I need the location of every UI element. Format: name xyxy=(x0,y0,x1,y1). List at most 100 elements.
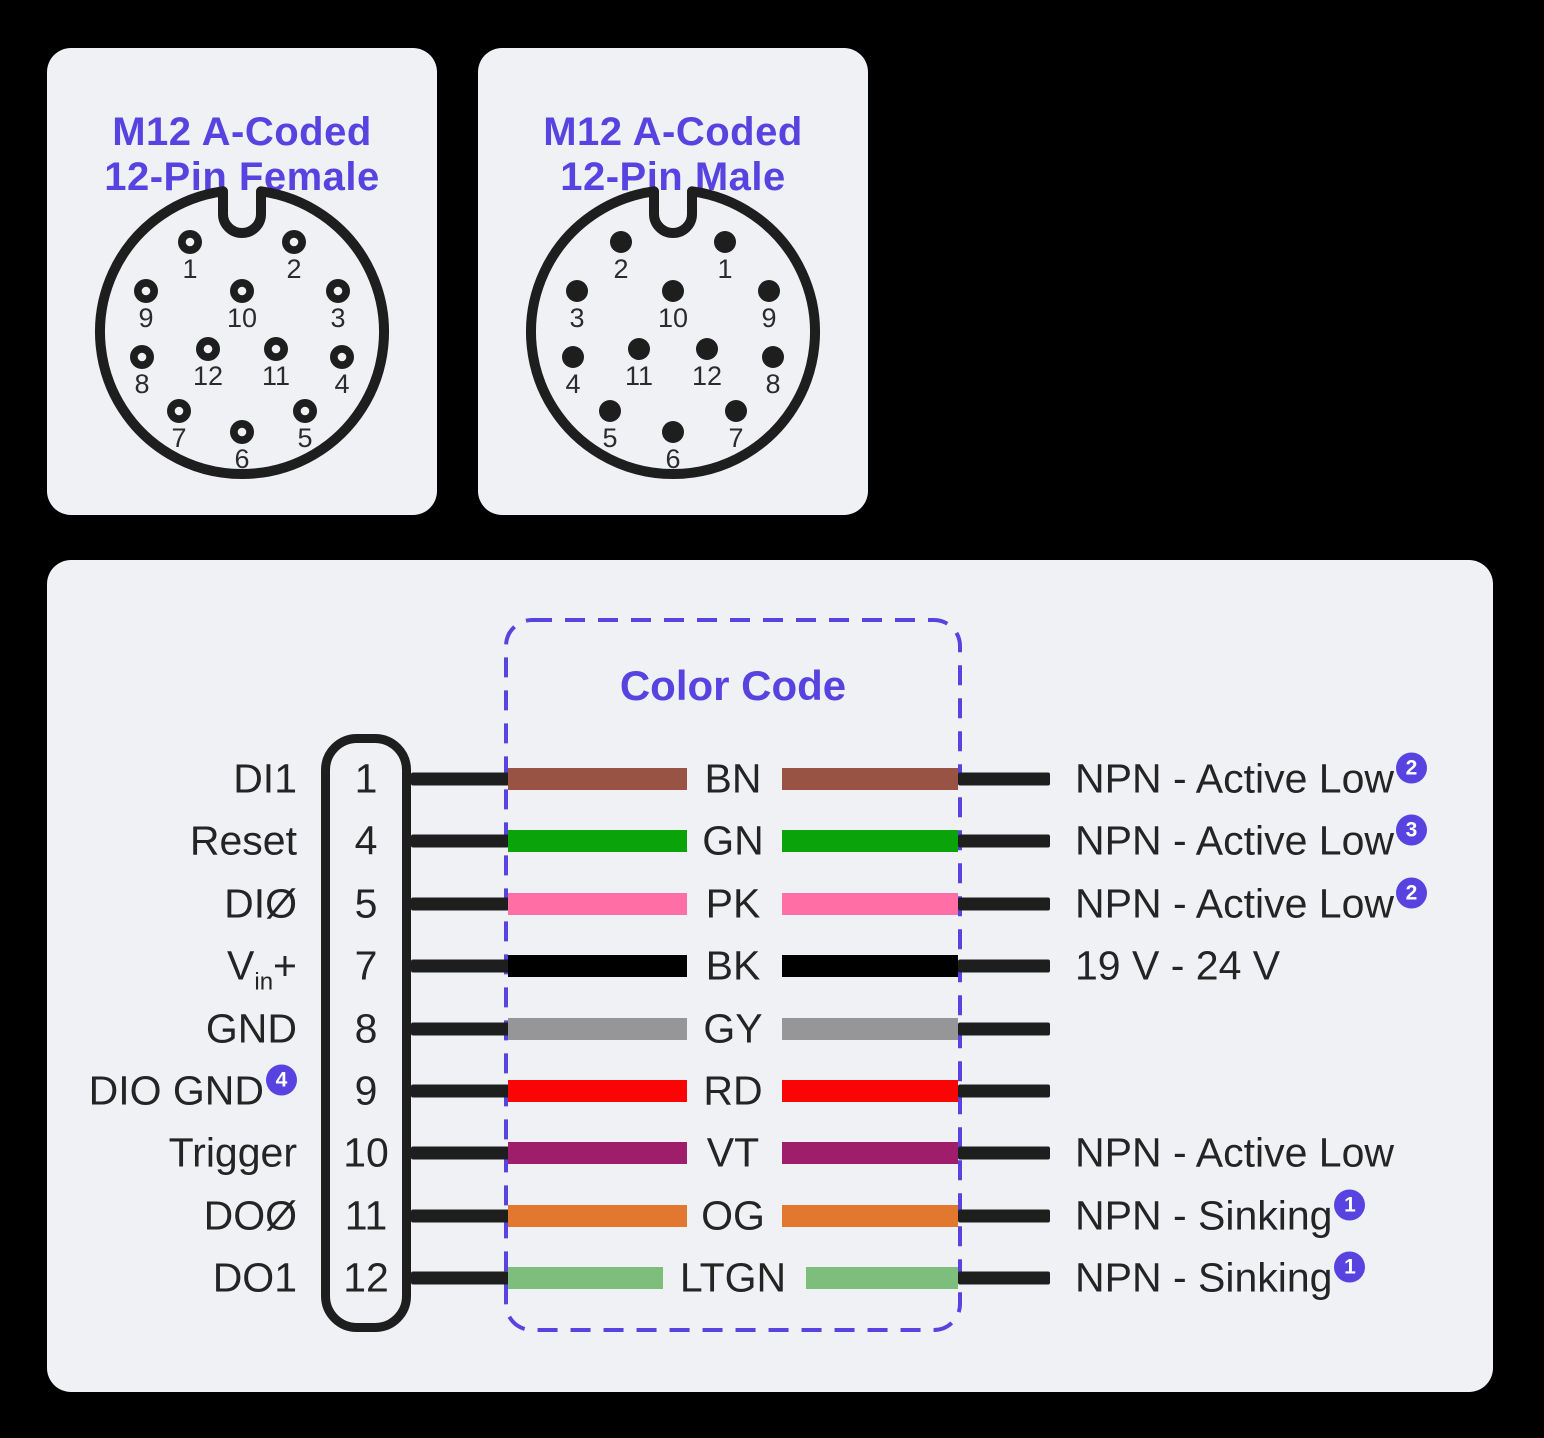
pin-6-contact xyxy=(662,421,684,443)
pin-4-label: 4 xyxy=(565,369,580,399)
pin-5-contact xyxy=(599,400,621,422)
pin-5-label: 5 xyxy=(297,423,312,453)
pin-number-7: 7 xyxy=(354,942,378,989)
pin-11-label: 11 xyxy=(262,361,290,391)
pin-3-contact xyxy=(566,280,588,302)
footnote-badge-1: 1 xyxy=(1334,1189,1366,1221)
signal-label-5: DIØ xyxy=(224,880,297,927)
female-title-line2: 12-Pin Female xyxy=(104,155,380,199)
pin-3-label: 3 xyxy=(330,303,345,333)
wire-right-7 xyxy=(958,959,1050,973)
pin-10-label: 10 xyxy=(658,303,688,333)
wire-left-7 xyxy=(411,959,509,973)
pin-12-label: 12 xyxy=(193,361,223,391)
color-bar-right-GY xyxy=(782,1018,958,1040)
pin-2-hole xyxy=(289,237,299,247)
color-bar-right-VT xyxy=(782,1142,958,1164)
pin-12-contact xyxy=(696,338,718,360)
connector-outline xyxy=(95,186,389,479)
pin-8-label: 8 xyxy=(765,369,780,399)
pin-6-label: 6 xyxy=(234,444,249,474)
footnote-badge-2: 2 xyxy=(1396,752,1427,784)
wire-left-4 xyxy=(411,834,509,848)
signal-label-10: Trigger xyxy=(168,1129,297,1176)
male-title-line2: 12-Pin Male xyxy=(560,155,786,199)
male-title-line1: M12 A-Coded xyxy=(543,110,803,154)
color-bar-right-BK xyxy=(782,955,958,977)
pin-10-contact xyxy=(662,280,684,302)
pin-11-hole xyxy=(271,344,281,354)
color-abbr-BN: BN xyxy=(704,755,762,802)
wire-left-11 xyxy=(411,1209,509,1223)
color-code-dashed-box xyxy=(504,618,962,1332)
wire-left-9 xyxy=(411,1084,509,1098)
connector-pin-column xyxy=(321,734,411,1332)
color-bar-left-BN xyxy=(508,768,687,790)
signal-label-7: Vin+ xyxy=(227,942,297,996)
pin-number-5: 5 xyxy=(354,880,378,927)
wire-left-12 xyxy=(411,1271,509,1285)
pin-7-label: 7 xyxy=(728,423,743,453)
wire-left-10 xyxy=(411,1146,509,1160)
pin-6-label: 6 xyxy=(665,444,680,474)
pin-number-8: 8 xyxy=(354,1005,378,1052)
pin-2-label: 2 xyxy=(613,254,628,284)
color-bar-left-GN xyxy=(508,830,687,852)
color-bar-left-LTGN xyxy=(508,1267,663,1289)
signal-label-4: Reset xyxy=(189,817,297,864)
signal-label-1: DI1 xyxy=(233,755,297,802)
color-bar-right-LTGN xyxy=(806,1267,958,1289)
pin-number-4: 4 xyxy=(354,817,378,864)
color-bar-left-PK xyxy=(508,893,687,915)
signal-label-12: DO1 xyxy=(212,1254,297,1301)
pin-4-hole xyxy=(337,352,347,362)
color-abbr-RD: RD xyxy=(703,1067,763,1114)
color-abbr-OG: OG xyxy=(701,1192,765,1239)
pin-8-hole xyxy=(137,352,147,362)
wire-right-5 xyxy=(958,897,1050,911)
pin-7-label: 7 xyxy=(171,423,186,453)
wire-right-8 xyxy=(958,1022,1050,1036)
pin-5-label: 5 xyxy=(602,423,617,453)
pin-1-contact xyxy=(714,231,736,253)
wire-right-4 xyxy=(958,834,1050,848)
pin-number-12: 12 xyxy=(343,1254,389,1301)
pin-5-hole xyxy=(300,406,310,416)
color-bar-left-OG xyxy=(508,1205,687,1227)
pin-number-9: 9 xyxy=(354,1067,378,1114)
wire-right-9 xyxy=(958,1084,1050,1098)
color-abbr-GY: GY xyxy=(703,1005,763,1052)
pin-12-hole xyxy=(203,344,213,354)
signal-label-11: DOØ xyxy=(203,1192,297,1239)
pin-1-label: 1 xyxy=(182,254,197,284)
color-bar-left-BK xyxy=(508,955,687,977)
color-bar-right-BN xyxy=(782,768,958,790)
pin-number-11: 11 xyxy=(344,1192,388,1239)
color-abbr-BK: BK xyxy=(705,942,761,989)
color-bar-left-VT xyxy=(508,1142,687,1164)
color-bar-right-RD xyxy=(782,1080,958,1102)
wire-left-5 xyxy=(411,897,509,911)
function-label-10: NPN - Active Low xyxy=(1075,1129,1394,1176)
wire-left-1 xyxy=(411,772,509,786)
pin-11-contact xyxy=(628,338,650,360)
pin-8-label: 8 xyxy=(134,369,149,399)
pin-9-label: 9 xyxy=(761,303,776,333)
color-bar-left-GY xyxy=(508,1018,687,1040)
pin-9-label: 9 xyxy=(138,303,153,333)
pin-10-label: 10 xyxy=(227,303,257,333)
wire-right-10 xyxy=(958,1146,1050,1160)
pin-7-hole xyxy=(174,406,184,416)
wire-right-1 xyxy=(958,772,1050,786)
female-title-line1: M12 A-Coded xyxy=(112,110,372,154)
signal-label-8: GND xyxy=(205,1005,297,1052)
pin-4-contact xyxy=(562,346,584,368)
pin-number-1: 1 xyxy=(354,755,378,802)
pin-9-hole xyxy=(141,286,151,296)
